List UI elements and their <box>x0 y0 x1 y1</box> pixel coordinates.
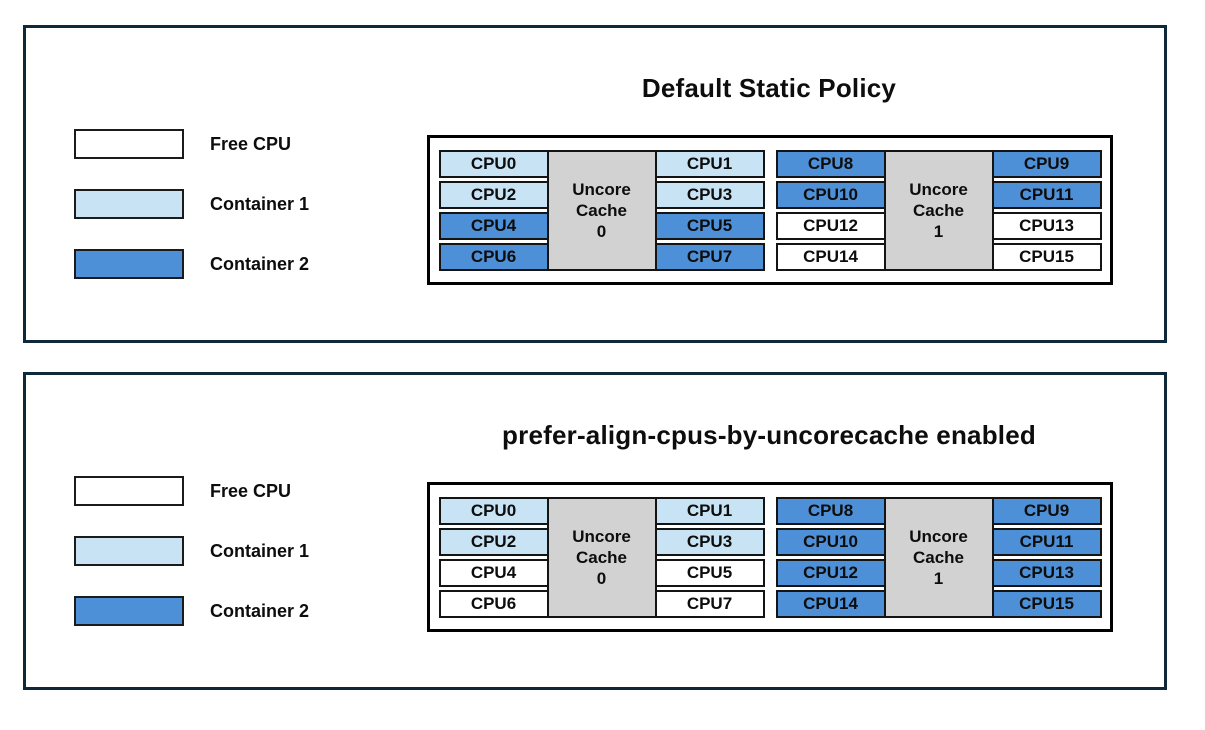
cache-label-line: Cache <box>575 200 628 220</box>
cpu-cell-cpu11: CPU11 <box>991 527 1102 556</box>
cache-label-line: 1 <box>933 568 944 588</box>
legend: Free CPU Container 1 Container 2 <box>74 476 309 656</box>
cpu-cell-cpu9: CPU9 <box>991 496 1102 525</box>
cache-label-line: Cache <box>912 547 965 567</box>
cpu-cell-cpu3: CPU3 <box>654 527 765 556</box>
cpu-cell-cpu9: CPU9 <box>991 149 1102 178</box>
cpu-cell-cpu15: CPU15 <box>991 589 1102 618</box>
legend: Free CPU Container 1 Container 2 <box>74 129 309 309</box>
cpu-cell-cpu8: CPU8 <box>775 149 886 178</box>
legend-item-container-2: Container 2 <box>74 596 309 626</box>
cpu-cell-cpu3: CPU3 <box>654 180 765 209</box>
legend-item-free-cpu: Free CPU <box>74 476 309 506</box>
cpu-cell-cpu6: CPU6 <box>438 242 549 271</box>
cpu-cell-cpu14: CPU14 <box>775 589 886 618</box>
cache-label-line: Cache <box>912 200 965 220</box>
cache-label-line: Uncore <box>572 179 631 199</box>
legend-label: Container 2 <box>210 253 310 274</box>
cpu-cell-cpu11: CPU11 <box>991 180 1102 209</box>
cpu-cell-cpu12: CPU12 <box>775 558 886 587</box>
cache-label-line: Cache <box>575 547 628 567</box>
cpu-cell-cpu12: CPU12 <box>775 211 886 240</box>
legend-label: Free CPU <box>210 133 292 154</box>
cpu-cell-cpu6: CPU6 <box>438 589 549 618</box>
legend-item-container-2: Container 2 <box>74 249 309 279</box>
cpu-cell-cpu5: CPU5 <box>654 211 765 240</box>
cpu-cell-cpu8: CPU8 <box>775 496 886 525</box>
panel-title: prefer-align-cpus-by-uncorecache enabled <box>502 420 1036 450</box>
cpu-cell-cpu2: CPU2 <box>438 527 549 556</box>
legend-swatch-container1 <box>74 189 184 219</box>
legend-swatch-container1 <box>74 536 184 566</box>
legend-item-free-cpu: Free CPU <box>74 129 309 159</box>
cpu-cell-cpu13: CPU13 <box>991 558 1102 587</box>
legend-swatch-free <box>74 476 184 506</box>
cpu-cell-cpu14: CPU14 <box>775 242 886 271</box>
cpu-cell-cpu10: CPU10 <box>775 527 886 556</box>
cpu-cell-cpu10: CPU10 <box>775 180 886 209</box>
legend-label: Container 1 <box>210 540 310 561</box>
cpu-cell-cpu0: CPU0 <box>438 496 549 525</box>
cache-label-line: 0 <box>596 221 607 241</box>
legend-item-container-1: Container 1 <box>74 189 309 219</box>
cpu-cell-cpu4: CPU4 <box>438 211 549 240</box>
cache-label-line: 0 <box>596 568 607 588</box>
legend-swatch-container2 <box>74 596 184 626</box>
panel-prefer-align-cpus-by-uncorecache: prefer-align-cpus-by-uncorecache enabled… <box>23 372 1167 690</box>
cpu-cell-cpu1: CPU1 <box>654 496 765 525</box>
cpu-cell-cpu7: CPU7 <box>654 242 765 271</box>
legend-swatch-free <box>74 129 184 159</box>
panel-default-static-policy: Default Static Policy Free CPU Container … <box>23 25 1167 343</box>
cpu-cell-cpu1: CPU1 <box>654 149 765 178</box>
cpu-cell-cpu15: CPU15 <box>991 242 1102 271</box>
cpu-cell-cpu13: CPU13 <box>991 211 1102 240</box>
cpu-cell-cpu4: CPU4 <box>438 558 549 587</box>
legend-swatch-container2 <box>74 249 184 279</box>
cache-label-line: Uncore <box>909 526 968 546</box>
cpu-cell-cpu5: CPU5 <box>654 558 765 587</box>
legend-label: Container 1 <box>210 193 310 214</box>
cache-label-line: Uncore <box>572 526 631 546</box>
cache-label-line: Uncore <box>909 179 968 199</box>
legend-item-container-1: Container 1 <box>74 536 309 566</box>
cpu-cell-cpu2: CPU2 <box>438 180 549 209</box>
legend-label: Free CPU <box>210 480 292 501</box>
cache-label-line: 1 <box>933 221 944 241</box>
cpu-cell-cpu0: CPU0 <box>438 149 549 178</box>
legend-label: Container 2 <box>210 600 310 621</box>
cpu-cell-cpu7: CPU7 <box>654 589 765 618</box>
panel-title: Default Static Policy <box>641 73 897 103</box>
